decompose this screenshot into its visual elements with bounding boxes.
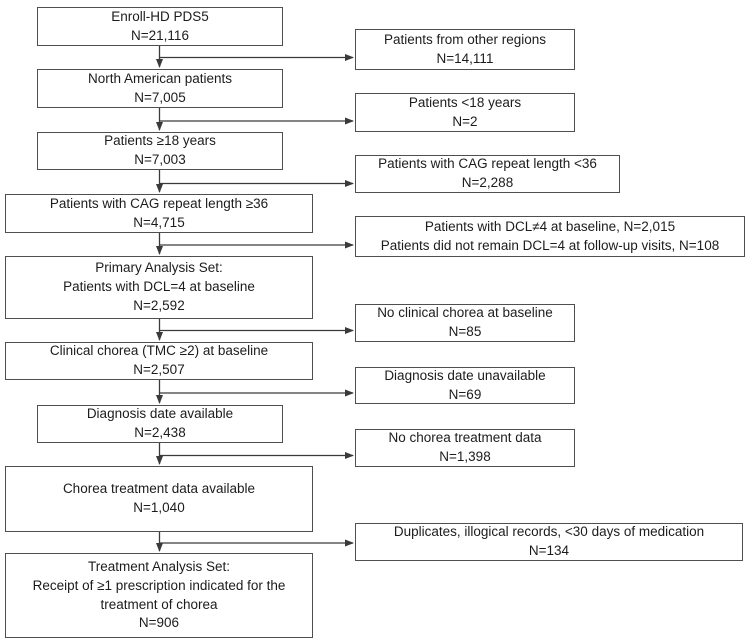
flow-box-primary-analysis-set: Primary Analysis Set: Patients with DCL=… [5,256,313,319]
box-line: N=1,398 [439,449,491,464]
box-line: Patients from other regions [383,31,547,47]
exclusion-box-dcl-ne4: Patients with DCL≠4 at baseline, N=2,015… [355,216,745,257]
box-line: N=1,040 [133,500,185,515]
box-line: Primary Analysis Set: [95,260,223,276]
exclusion-box-no-treatment-data: No chorea treatment data N=1,398 [355,429,575,467]
flow-box-north-american-patients: North American patients N=7,005 [37,69,283,108]
exclusion-box-other-regions: Patients from other regions N=14,111 [355,29,575,70]
box-line: Patients ≥18 years [104,133,216,149]
box-line: Clinical chorea (TMC ≥2) at baseline [49,343,269,359]
exclusion-box-no-clinical-chorea: No clinical chorea at baseline N=85 [355,304,575,342]
box-line: N=14,111 [436,50,494,66]
box-line: N=4,715 [133,214,185,230]
box-line: Receipt of ≥1 prescription indicated for… [32,577,286,593]
box-line: No chorea treatment data [388,430,542,446]
box-line: North American patients [87,70,233,86]
flow-box-patients-ge18: Patients ≥18 years N=7,003 [37,132,283,170]
box-line: Patients with CAG repeat length <36 [378,156,597,172]
box-line: treatment of chorea [100,596,218,612]
flow-box-cag-ge36: Patients with CAG repeat length ≥36 N=4,… [5,194,313,233]
box-line: N=2,288 [461,175,514,190]
exclusion-box-diagnosis-date-unavailable: Diagnosis date unavailable N=69 [355,367,575,404]
box-line: N=7,005 [134,89,186,105]
exclusion-box-under-18: Patients <18 years N=2 [355,93,575,132]
box-line: No clinical chorea at baseline [377,305,553,321]
box-line: N=2,507 [133,362,185,377]
box-line: Patients did not remain DCL=4 at follow-… [380,237,720,253]
exclusion-box-duplicates: Duplicates, illogical records, <30 days … [355,523,743,561]
box-line: N=69 [448,386,482,402]
box-line: Enroll-HD PDS5 [111,8,209,24]
box-line: Duplicates, illogical records, <30 days … [393,524,705,540]
box-line: Diagnosis date available [86,406,234,422]
box-line: N=2,592 [133,297,185,313]
flow-box-diagnosis-date-available: Diagnosis date available N=2,438 [37,405,283,443]
box-line: Treatment Analysis Set: [87,558,231,574]
box-line: N=906 [138,615,180,631]
box-line: N=2 [452,113,478,129]
box-line: N=7,003 [134,152,186,167]
flow-box-chorea-treatment-available: Chorea treatment data available N=1,040 [5,466,313,532]
box-line: Chorea treatment data available [62,481,256,497]
flow-box-enroll-hd-pds5: Enroll-HD PDS5 N=21,116 [37,7,283,46]
box-line: Patients with DCL≠4 at baseline, N=2,015 [424,218,676,234]
flow-box-treatment-analysis-set: Treatment Analysis Set: Receipt of ≥1 pr… [5,553,313,638]
flow-box-clinical-chorea: Clinical chorea (TMC ≥2) at baseline N=2… [5,342,313,380]
box-line: N=85 [448,324,482,339]
box-line: Patients with DCL=4 at baseline [63,279,255,295]
exclusion-box-cag-lt36: Patients with CAG repeat length <36 N=2,… [355,155,620,193]
box-line: Patients with CAG repeat length ≥36 [49,195,269,211]
box-line: N=2,438 [134,425,186,440]
box-line: N=21,116 [131,27,189,43]
box-line: Patients <18 years [408,94,522,110]
box-line: N=134 [528,543,570,558]
box-line: Diagnosis date unavailable [384,367,546,383]
